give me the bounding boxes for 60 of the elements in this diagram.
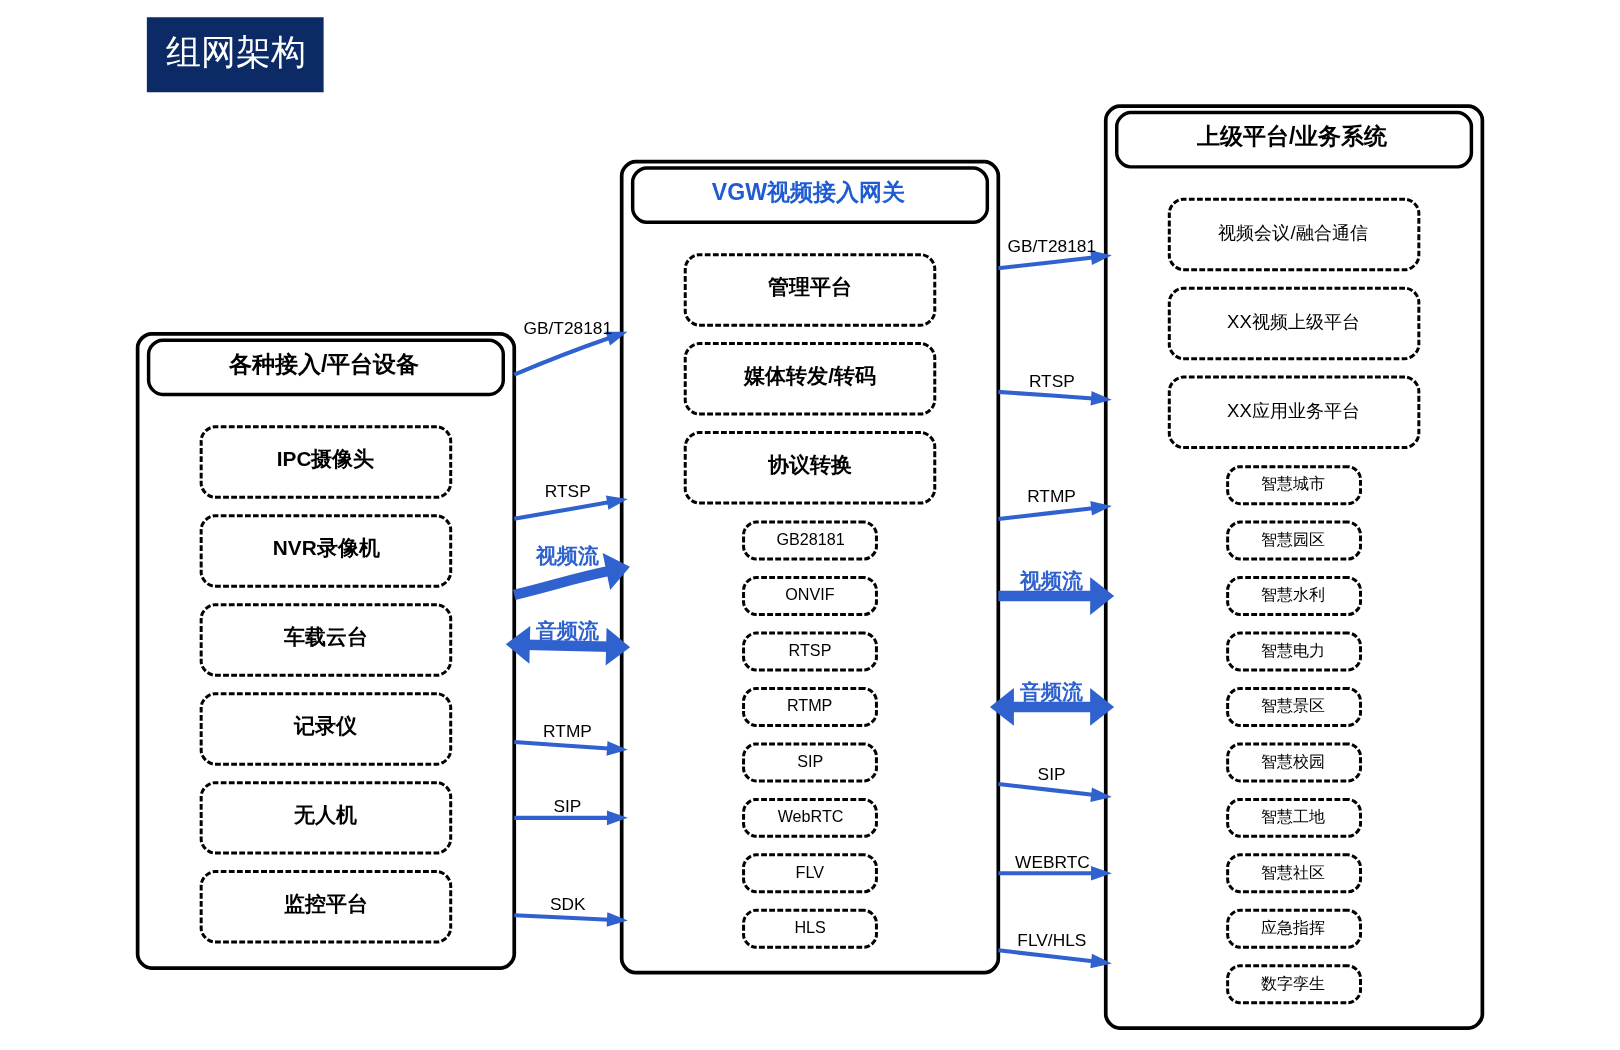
node-box: 无人机: [199, 781, 453, 855]
edge-label: GB/T28181: [523, 317, 613, 338]
node-box: 应急指挥: [1226, 908, 1362, 949]
node-box: 协议转换: [683, 431, 937, 505]
node-box: 数字孪生: [1226, 964, 1362, 1005]
node-box: IPC摄像头: [199, 425, 453, 499]
node-box: 智慧景区: [1226, 686, 1362, 727]
arrow: [998, 781, 1112, 802]
node-box: 智慧校园: [1226, 742, 1362, 783]
arrow: [505, 625, 631, 666]
node-box: ONVIF: [742, 576, 878, 617]
node-box: GB28181: [742, 520, 878, 561]
arrow: [514, 739, 628, 756]
edge-label: 视频流: [536, 544, 600, 568]
edge-label: RTSP: [1028, 370, 1075, 391]
node-box: RTMP: [742, 686, 878, 727]
arrow: [998, 866, 1112, 881]
arrow: [513, 331, 628, 377]
arrow: [998, 577, 1115, 615]
node-box: FLV: [742, 853, 878, 894]
edge-label: RTMP: [1027, 486, 1076, 507]
arrow: [514, 810, 628, 826]
arrow: [514, 912, 628, 927]
edge-label: RTSP: [544, 480, 591, 501]
node-box: HLS: [742, 908, 878, 949]
node-box: SIP: [742, 742, 878, 783]
node-box: 视频会议/融合通信: [1167, 197, 1421, 272]
edge-label: RTMP: [543, 721, 592, 741]
node-box: 管理平台: [683, 253, 937, 327]
arrow: [513, 495, 628, 521]
edge-label: WEBRTC: [1015, 851, 1090, 872]
node-box: 智慧水利: [1226, 576, 1362, 617]
node-box: RTSP: [742, 631, 878, 672]
node-box: 监控平台: [199, 870, 453, 944]
node-box: 智慧城市: [1226, 465, 1362, 506]
node-box: WebRTC: [742, 797, 878, 838]
edge-label: GB/T28181: [1007, 235, 1097, 256]
arrow: [998, 389, 1112, 406]
arrow: [998, 501, 1112, 522]
diagram-title: 组网架构: [165, 33, 306, 72]
node-box: NVR录像机: [199, 514, 453, 588]
edge-label: 视频流: [1020, 569, 1084, 593]
node-box: 智慧电力: [1226, 631, 1362, 672]
node-box: 车载云台: [199, 603, 453, 677]
arrow: [998, 250, 1112, 271]
node-box: 智慧园区: [1226, 520, 1362, 561]
edge-label: SIP: [553, 796, 582, 817]
edge-label: SIP: [1037, 763, 1066, 784]
node-box: 智慧工地: [1226, 797, 1362, 838]
node-box: XX视频上级平台: [1167, 286, 1421, 361]
arrow: [998, 948, 1112, 969]
edge-label: FLV/HLS: [1017, 930, 1087, 951]
node-box: XX应用业务平台: [1167, 375, 1421, 450]
edge-label: SDK: [550, 894, 586, 915]
edge-label: 音频流: [1020, 680, 1084, 704]
arrow: [989, 688, 1115, 726]
node-box: 智慧社区: [1226, 853, 1362, 894]
node-box: 媒体转发/转码: [683, 342, 937, 416]
edge-label: 音频流: [536, 619, 600, 643]
node-box: 记录仪: [199, 692, 453, 766]
